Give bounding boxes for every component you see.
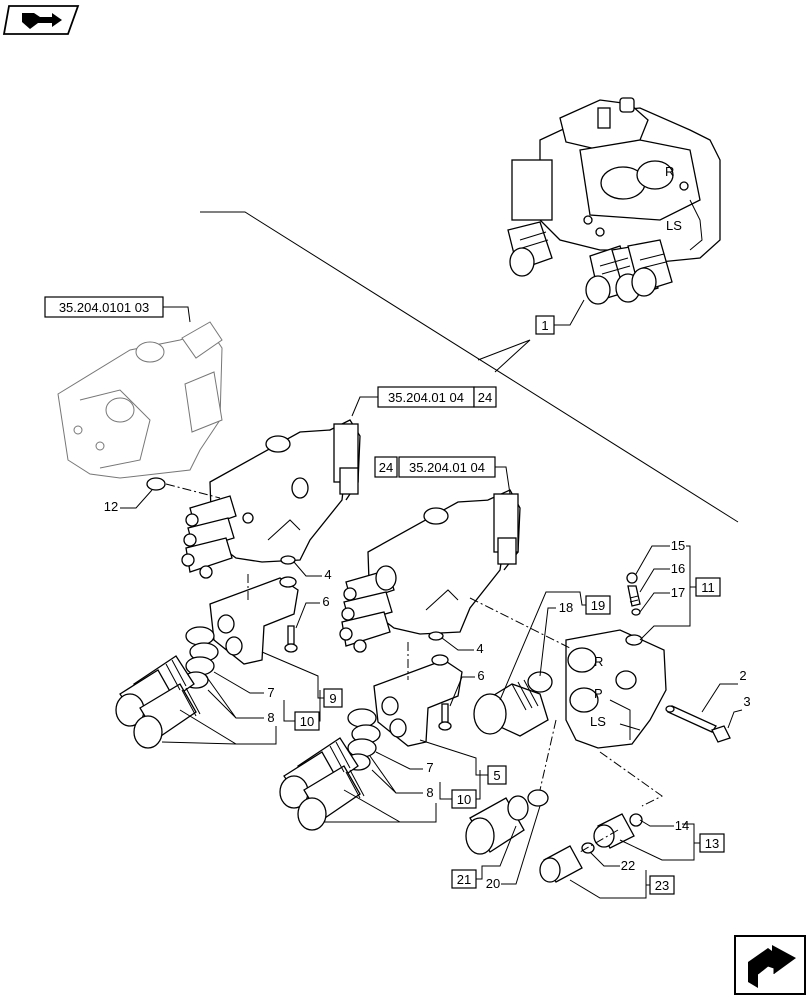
svg-text:8: 8 (267, 710, 274, 725)
svg-text:8: 8 (426, 785, 433, 800)
valve-section-1-drawing (181, 419, 361, 579)
couplers-left-drawing (115, 626, 219, 749)
callout-12: 12 (104, 489, 153, 514)
svg-text:9: 9 (329, 691, 336, 706)
cap-19-drawing (473, 671, 553, 737)
book-arrow-icon[interactable] (2, 5, 80, 35)
callout-20: 20 (486, 805, 541, 891)
svg-text:LS: LS (666, 218, 682, 233)
svg-text:11: 11 (701, 580, 715, 595)
svg-text:10: 10 (300, 714, 314, 729)
valve-section-2-drawing (339, 489, 521, 653)
callout-16: 16 (639, 561, 685, 593)
callout-4a: 4 (293, 561, 332, 582)
cap-21-drawing (465, 789, 549, 855)
svg-text:14: 14 (675, 818, 689, 833)
callout-23[interactable]: 23 (569, 870, 675, 899)
manifold-block-2-drawing (373, 654, 463, 747)
svg-text:4: 4 (476, 641, 483, 656)
svg-text:P: P (594, 686, 603, 701)
callout-7b: 7 (375, 751, 434, 775)
callout-2: 2 (701, 668, 747, 713)
callout-1[interactable]: 1 (535, 299, 585, 335)
ghost-valve-drawing (57, 321, 223, 479)
callout-13[interactable]: 13 (619, 823, 725, 861)
svg-text:1: 1 (541, 318, 548, 333)
callout-8a: 8 (161, 675, 277, 745)
callout-4b: 4 (441, 637, 484, 656)
callout-18: 18 (539, 600, 573, 677)
svg-text:3: 3 (743, 694, 750, 709)
callout-6a: 6 (295, 594, 330, 629)
callout-5[interactable]: 5 (419, 739, 507, 785)
callout-17: 17 (639, 585, 685, 613)
svg-text:10: 10 (457, 792, 471, 807)
svg-text:13: 13 (705, 836, 719, 851)
callout-22: 22 (589, 851, 635, 873)
end-cover-drawing: R P LS (565, 629, 667, 749)
plug-13-drawing (593, 813, 643, 849)
svg-text:4: 4 (324, 567, 331, 582)
relief-spring-drawing (626, 572, 641, 616)
callout-10a[interactable]: 10 (283, 690, 321, 731)
callout-3: 3 (727, 694, 751, 729)
reference-box-top-left[interactable]: 35.204.0101 03 (44, 296, 191, 323)
svg-text:24: 24 (478, 390, 492, 405)
reference-box-lower[interactable]: 24 35.204.01 04 (374, 456, 511, 495)
svg-text:21: 21 (457, 872, 471, 887)
svg-text:18: 18 (559, 600, 573, 615)
svg-text:5: 5 (493, 768, 500, 783)
svg-text:R: R (594, 654, 603, 669)
svg-text:12: 12 (104, 499, 118, 514)
bolt-drawings (280, 555, 452, 731)
callout-21[interactable]: 21 (451, 825, 517, 889)
o-ring-12-drawing (146, 477, 166, 491)
callout-15: 15 (635, 538, 691, 575)
reference-box-mid[interactable]: 35.204.01 04 24 (351, 386, 497, 417)
svg-text:19: 19 (591, 598, 605, 613)
svg-text:7: 7 (426, 760, 433, 775)
next-page-arrow-icon[interactable] (734, 935, 806, 995)
callout-6b: 6 (449, 668, 485, 707)
callout-8b: 8 (324, 755, 437, 823)
svg-text:35.204.0101 03: 35.204.0101 03 (59, 300, 149, 315)
callout-11[interactable]: 11 (639, 556, 721, 641)
svg-text:6: 6 (322, 594, 329, 609)
svg-text:24: 24 (379, 460, 393, 475)
svg-text:LS: LS (590, 714, 606, 729)
callout-14: 14 (639, 818, 689, 833)
tie-rod-drawing (665, 705, 731, 743)
callout-9[interactable]: 9 (261, 651, 343, 708)
assembly-center-lines (165, 483, 663, 853)
callout-7a: 7 (213, 671, 275, 700)
svg-text:17: 17 (671, 585, 685, 600)
svg-text:23: 23 (655, 878, 669, 893)
svg-text:7: 7 (267, 685, 274, 700)
callout-10b[interactable]: 10 (439, 770, 481, 809)
plug-23-drawing (539, 842, 595, 883)
assembled-valve-drawing: R LS (507, 97, 721, 305)
svg-text:20: 20 (486, 876, 500, 891)
svg-text:2: 2 (739, 668, 746, 683)
svg-text:15: 15 (671, 538, 685, 553)
manifold-block-1-drawing (209, 576, 299, 665)
svg-text:35.204.01 04: 35.204.01 04 (388, 390, 464, 405)
svg-text:16: 16 (671, 561, 685, 576)
leader-lines (200, 211, 739, 523)
callout-19[interactable]: 19 (499, 591, 611, 701)
svg-text:6: 6 (477, 668, 484, 683)
svg-text:22: 22 (621, 858, 635, 873)
couplers-right-drawing (279, 708, 381, 831)
svg-text:R: R (665, 164, 674, 179)
svg-text:35.204.01 04: 35.204.01 04 (409, 460, 485, 475)
